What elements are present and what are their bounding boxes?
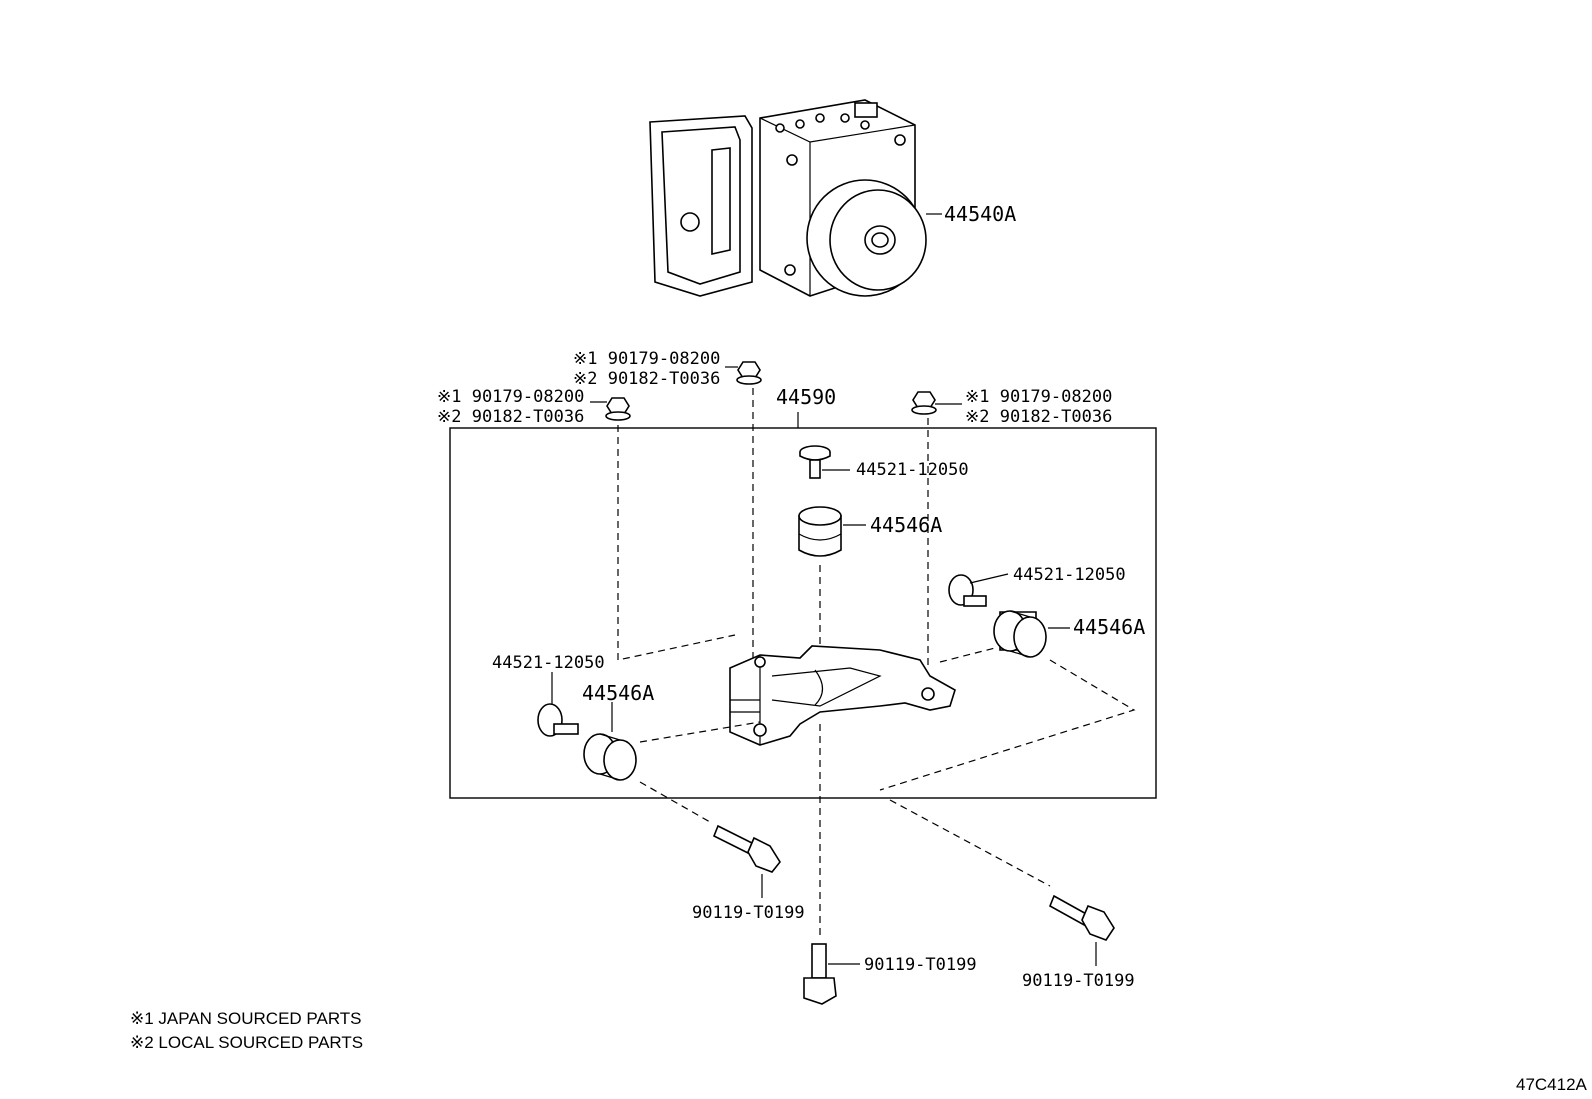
dash-mount-left bbox=[639, 781, 711, 823]
bracket-assembly-frame bbox=[449, 427, 1157, 799]
dash-left-cushion bbox=[639, 721, 761, 743]
abs-actuator-label: 44540A bbox=[944, 202, 1016, 226]
nut-top-right-line2: ※2 90182-T0036 bbox=[965, 407, 1112, 427]
cushion-left-label: 44546A bbox=[582, 681, 654, 705]
bolt-left-label: 44521-12050 bbox=[492, 653, 605, 673]
nut-top-center-line2: ※2 90182-T0036 bbox=[573, 369, 720, 389]
note-local-sourced: ※2 LOCAL SOURCED PARTS bbox=[130, 1033, 363, 1052]
bolt-right-label: 44521-12050 bbox=[1013, 565, 1126, 585]
nut-top-right-line1: ※1 90179-08200 bbox=[965, 387, 1112, 407]
dash-mount-right bbox=[889, 799, 1051, 887]
figure-code: 47C412A bbox=[1516, 1075, 1588, 1094]
bracket-assembly-label: 44590 bbox=[776, 385, 836, 409]
bolt-top-label: 44521-12050 bbox=[856, 460, 969, 480]
dash-right-outline bbox=[879, 659, 1136, 791]
abs-actuator-illustration[interactable] bbox=[649, 99, 942, 297]
cushion-right-label: 44546A bbox=[1073, 615, 1145, 639]
nut-top-left-line2: ※2 90182-T0036 bbox=[437, 407, 584, 427]
nut-top-left[interactable] bbox=[590, 397, 736, 661]
mount-bolt-right-label: 90119-T0199 bbox=[1022, 971, 1135, 991]
bracket-illustration[interactable] bbox=[729, 645, 956, 746]
cushion-top[interactable] bbox=[798, 506, 866, 645]
nut-top-center-line1: ※1 90179-08200 bbox=[573, 349, 720, 369]
bolt-right[interactable] bbox=[948, 573, 1009, 607]
bolt-left[interactable] bbox=[537, 672, 579, 737]
mount-bolt-left[interactable] bbox=[639, 781, 781, 898]
nut-top-right[interactable] bbox=[911, 391, 962, 670]
mount-bolt-center-label: 90119-T0199 bbox=[864, 955, 977, 975]
nut-top-center[interactable] bbox=[725, 361, 762, 660]
note-japan-sourced: ※1 JAPAN SOURCED PARTS bbox=[130, 1009, 362, 1028]
cushion-top-label: 44546A bbox=[870, 513, 942, 537]
nut-top-left-line1: ※1 90179-08200 bbox=[437, 387, 584, 407]
bolt-top[interactable] bbox=[799, 445, 850, 479]
mount-bolt-left-label: 90119-T0199 bbox=[692, 903, 805, 923]
cushion-right[interactable] bbox=[993, 610, 1070, 658]
mount-bolt-center[interactable] bbox=[803, 724, 860, 1005]
cushion-left[interactable] bbox=[583, 702, 637, 781]
dash-right-cushion bbox=[939, 647, 996, 663]
mount-bolt-right[interactable] bbox=[889, 799, 1115, 966]
